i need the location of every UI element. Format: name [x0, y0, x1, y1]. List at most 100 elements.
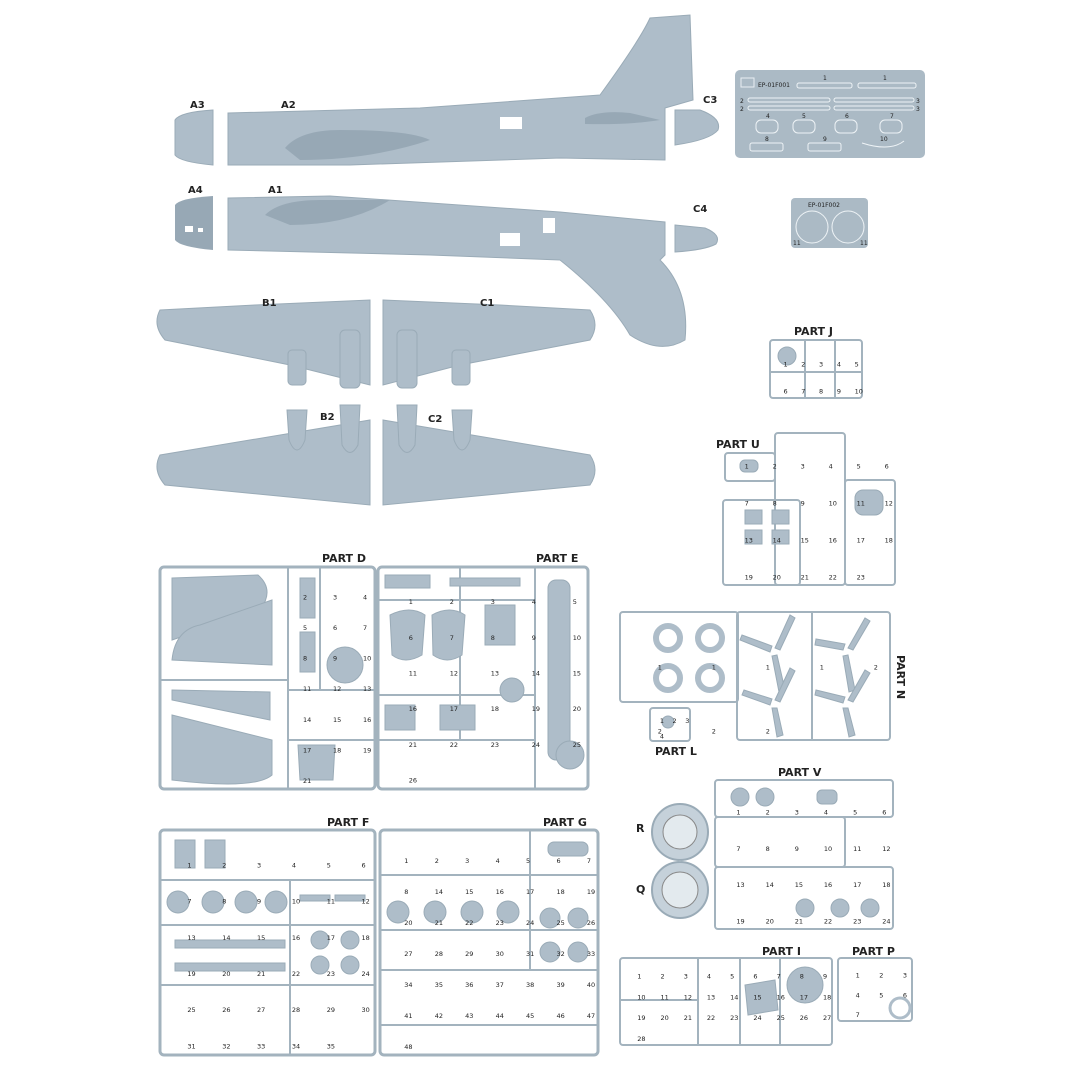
- part-number: 3: [465, 857, 469, 865]
- sprue-p: PART P: [837, 945, 913, 1022]
- part-number: 1: [404, 857, 408, 865]
- part-number: 7: [801, 387, 805, 395]
- canopy-clear-parts: R Q: [636, 803, 709, 919]
- part-number: 9: [795, 845, 799, 853]
- part-number: 2: [766, 809, 770, 817]
- part-number: 13: [491, 669, 499, 677]
- part-number: 14: [222, 934, 230, 942]
- part-number: 6: [556, 857, 560, 865]
- part-number: 4: [856, 991, 860, 999]
- part-number: 6: [903, 991, 907, 999]
- part-number: 2: [450, 598, 454, 606]
- part-number: 6: [845, 113, 849, 120]
- part-number: 15: [753, 993, 761, 1001]
- part-number: 8: [766, 845, 770, 853]
- part-number: 16: [496, 888, 504, 896]
- part-number: 2: [740, 98, 744, 105]
- part-number: 4: [829, 462, 833, 470]
- part-number: 9: [823, 136, 827, 143]
- part-number: 18: [882, 881, 890, 889]
- part-number: 43: [465, 1012, 473, 1020]
- part-number: 1: [187, 862, 191, 870]
- part-number: 3: [916, 98, 920, 105]
- part-number: 7: [745, 499, 749, 507]
- part-number: 5: [303, 624, 307, 632]
- part-number: 7: [587, 857, 591, 865]
- part-number: 7: [777, 973, 781, 981]
- part-number: 10: [292, 898, 300, 906]
- part-number: 27: [823, 1014, 831, 1022]
- part-number: 2: [801, 360, 805, 368]
- sprue-i-title: PART I: [762, 945, 801, 958]
- part-number: 2: [222, 862, 226, 870]
- part-number: 14: [773, 536, 781, 544]
- part-number: 9: [837, 387, 841, 395]
- part-number: 1: [783, 360, 787, 368]
- part-number: 4: [824, 809, 828, 817]
- part-number: 5: [730, 973, 734, 981]
- part-number: 36: [465, 981, 473, 989]
- part-number: 7: [187, 898, 191, 906]
- label-b2: B2: [320, 412, 335, 423]
- part-number: 10: [824, 845, 832, 853]
- part-number: 19: [637, 1014, 645, 1022]
- sprue-f: PART F: [158, 816, 377, 1057]
- part-number: 15: [465, 888, 473, 896]
- part-number: 1: [745, 462, 749, 470]
- part-number: 12: [885, 499, 893, 507]
- part-number: 25: [777, 1014, 785, 1022]
- part-number: 19: [187, 970, 195, 978]
- label-a3: A3: [190, 100, 205, 111]
- part-number: 29: [465, 950, 473, 958]
- part-number: 21: [801, 573, 809, 581]
- part-number: 24: [882, 917, 890, 925]
- part-number: 7: [856, 1011, 860, 1019]
- fuselage-left-half: A3 A2 C3: [174, 14, 720, 166]
- part-number: 13: [707, 993, 715, 1001]
- part-number: 20: [660, 1014, 668, 1022]
- label-c1: C1: [480, 298, 494, 309]
- part-number: 42: [435, 1012, 443, 1020]
- part-number: 5: [853, 809, 857, 817]
- part-number: 22: [829, 573, 837, 581]
- part-number: 21: [795, 917, 803, 925]
- part-number: 30: [362, 1006, 370, 1014]
- part-number: 6: [885, 462, 889, 470]
- part-a1-fuselage: [227, 195, 687, 347]
- part-number: 2: [874, 664, 878, 672]
- part-number: 16: [363, 716, 371, 724]
- part-number: 3: [819, 360, 823, 368]
- part-number: 17: [450, 705, 458, 713]
- part-number: 18: [491, 705, 499, 713]
- part-number: 28: [637, 1035, 645, 1043]
- part-number: 8: [222, 898, 226, 906]
- part-number: 17: [853, 881, 861, 889]
- part-number: 16: [292, 934, 300, 942]
- part-number: 32: [556, 950, 564, 958]
- part-number: 10: [855, 387, 863, 395]
- part-number: 8: [491, 634, 495, 642]
- part-number: 19: [363, 746, 371, 754]
- part-number: 34: [292, 1042, 300, 1050]
- part-a3-nose: [174, 109, 214, 166]
- part-number: 8: [819, 387, 823, 395]
- part-number: 1: [712, 664, 716, 672]
- part-number: 28: [435, 950, 443, 958]
- part-number: 4: [837, 360, 841, 368]
- part-number: 25: [556, 919, 564, 927]
- sprue-i: PART I: [619, 945, 833, 1046]
- part-number: 21: [684, 1014, 692, 1022]
- part-number: 7: [736, 845, 740, 853]
- part-number: 8: [303, 655, 307, 663]
- part-number: 2: [435, 857, 439, 865]
- sprue-d-title: PART D: [322, 552, 366, 565]
- part-number: 21: [303, 777, 311, 785]
- part-number: 3: [491, 598, 495, 606]
- part-number: 7: [890, 113, 894, 120]
- part-number: 14: [766, 881, 774, 889]
- part-number: 23: [857, 573, 865, 581]
- part-number: 18: [362, 934, 370, 942]
- part-number: 12: [882, 845, 890, 853]
- part-number: 2: [673, 717, 677, 725]
